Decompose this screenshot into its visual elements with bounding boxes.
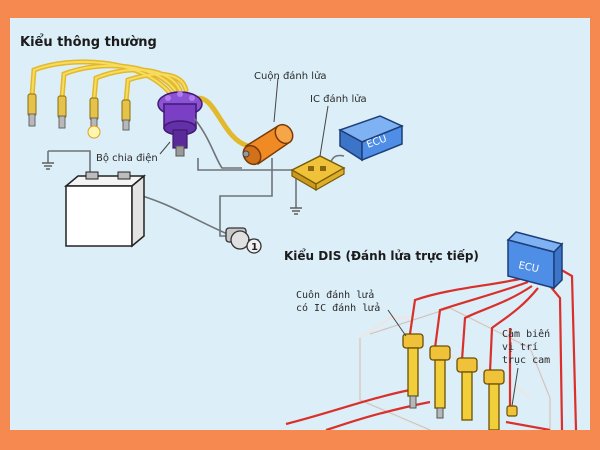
ignition-key-icon: 1 xyxy=(225,227,262,254)
spark-plug-icon xyxy=(27,93,37,127)
dis-coil-pack xyxy=(456,357,478,421)
cam-sensor xyxy=(506,405,518,417)
dis-coil-label-line1: Cuôn đánh lửa xyxy=(296,290,375,301)
diagram-frame: ECU 1 xyxy=(10,18,590,430)
ecu-dis-label: ECU xyxy=(517,260,539,275)
spark-plug-icon xyxy=(121,99,131,131)
ecu-box: ECU xyxy=(338,115,404,162)
spark-plug-icon xyxy=(87,97,101,139)
distributor-label: Bộ chia điện xyxy=(96,153,158,164)
ignition-ic xyxy=(290,155,346,192)
ic-label: IC đánh lửa xyxy=(310,94,367,105)
dis-coil-pack xyxy=(402,333,424,409)
dis-coil-pack xyxy=(429,345,451,419)
spark-plug-icon xyxy=(57,95,67,129)
ground-icon xyxy=(290,207,302,215)
dis-coil-label: Cuôn đánh lửa có IC đánh lửa xyxy=(296,289,380,315)
dis-coil-pack xyxy=(483,369,505,430)
cam-sensor-label-line3: trục cam xyxy=(502,355,551,366)
ecu-box-dis: ECU xyxy=(506,231,564,290)
conventional-title: Kiểu thông thường xyxy=(20,35,157,50)
distributor xyxy=(157,91,203,157)
ignition-diagram: ECU 1 xyxy=(27,59,578,430)
cam-sensor-label: Cảm biến vị trí trục cam xyxy=(502,328,550,367)
dis-coil-label-line2: có IC đánh lửa xyxy=(296,303,381,314)
cam-sensor-label-line2: vị trí xyxy=(502,342,539,353)
dis-wires xyxy=(285,267,578,430)
ignition-coil xyxy=(242,123,294,166)
cam-sensor-label-line1: Cảm biến xyxy=(502,329,551,340)
coil-label: Cuộn đánh lửa xyxy=(254,71,327,82)
dis-title: Kiểu DIS (Đánh lửa trực tiếp) xyxy=(284,249,479,263)
battery-icon xyxy=(63,171,147,248)
key-number: 1 xyxy=(251,242,258,253)
ground-icon xyxy=(42,162,54,170)
